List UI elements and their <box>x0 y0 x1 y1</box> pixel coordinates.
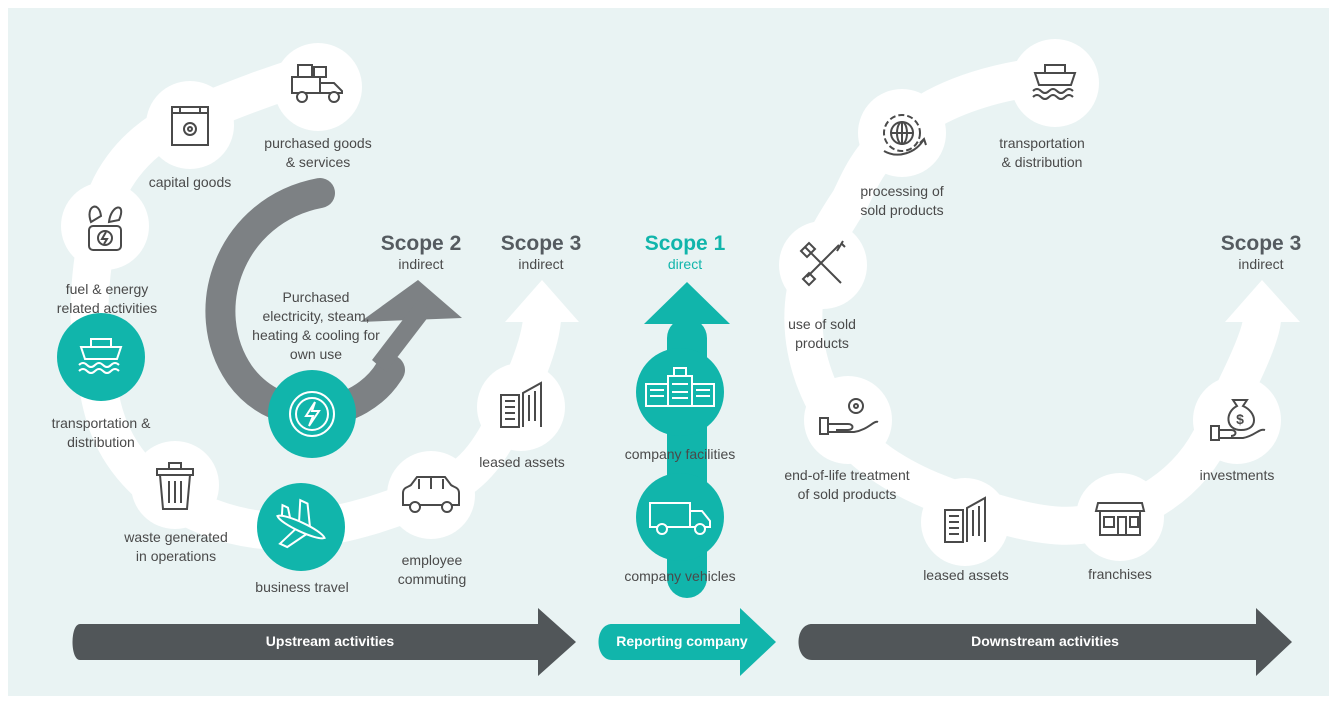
factory-icon <box>645 367 715 407</box>
label-transportation-down: transportation& distribution <box>999 135 1085 170</box>
svg-text:$: $ <box>1236 411 1244 427</box>
vehicle-icon <box>649 502 711 535</box>
airplane-icon <box>276 498 326 549</box>
hand-circle <box>804 376 892 464</box>
scope2-arrowhead <box>360 280 462 322</box>
scope2-title: Scope 2 <box>380 232 462 255</box>
store-icon <box>1094 502 1146 536</box>
hand-gear-icon <box>819 398 879 435</box>
scope1-arrowhead <box>644 282 730 324</box>
car-circle <box>387 451 475 539</box>
money-bag-icon: $ <box>1210 399 1266 441</box>
label-transportation-up: transportation &distribution <box>51 415 151 450</box>
label-leased-assets-down: leased assets <box>923 567 1009 583</box>
trash-icon <box>156 462 194 510</box>
scope3-upstream-subtitle: indirect <box>518 256 564 272</box>
scope1-heading: Scope 1 direct <box>630 232 740 273</box>
scope2-heading: Scope 2 indirect <box>366 232 476 273</box>
fuel-leaf-icon <box>88 205 123 251</box>
upstream-bar <box>72 608 576 676</box>
label-purchased-goods: purchased goods& services <box>264 135 372 170</box>
ship-icon-down <box>1032 64 1077 100</box>
box-gear-icon <box>171 106 209 146</box>
scope3-upstream-heading: Scope 3 indirect <box>486 232 596 273</box>
label-leased-assets-up: leased assets <box>479 454 565 470</box>
scope1-subtitle: direct <box>667 256 703 272</box>
truck-circle <box>274 43 362 131</box>
truck-icon <box>291 64 343 103</box>
label-investments: investments <box>1199 467 1275 483</box>
scope3-downstream-heading: Scope 3 indirect <box>1206 232 1316 273</box>
downstream-bar <box>798 608 1292 676</box>
scope3-downstream-subtitle: indirect <box>1238 256 1284 272</box>
downstream-scope3-arrowhead <box>1225 280 1300 322</box>
scope2-subtitle: indirect <box>398 256 444 272</box>
label-franchises: franchises <box>1088 566 1152 582</box>
scope3-upstream-title: Scope 3 <box>500 232 582 255</box>
plane-circle <box>257 483 345 571</box>
upstream-activities-label: Upstream activities <box>265 633 395 649</box>
energy-icon <box>289 391 335 437</box>
vehicle-circle <box>636 473 724 561</box>
label-business-travel: business travel <box>255 579 349 595</box>
building-icon-down <box>944 496 986 543</box>
label-company-vehicles: company vehicles <box>624 568 736 584</box>
money-circle <box>1193 376 1281 464</box>
ship-circle-down <box>1011 39 1099 127</box>
tools-icon <box>799 240 846 287</box>
reporting-company-label: Reporting company <box>616 633 748 649</box>
car-icon <box>402 476 460 513</box>
box-circle <box>146 81 234 169</box>
upstream-scope3-arrowhead <box>505 280 579 322</box>
ship-circle <box>57 313 145 401</box>
building-circle-up <box>477 363 565 451</box>
building-icon <box>500 381 542 428</box>
ship-icon <box>78 338 123 374</box>
globe-gear-icon <box>883 114 927 156</box>
downstream-activities-label: Downstream activities <box>971 633 1119 649</box>
scope3-downstream-title: Scope 3 <box>1220 232 1302 255</box>
scope1-title: Scope 1 <box>644 232 726 255</box>
label-company-facilities: company facilities <box>624 446 736 462</box>
label-capital-goods: capital goods <box>148 174 232 190</box>
reporting-bar <box>598 608 776 676</box>
energy-circle <box>268 370 356 458</box>
building-circle-down <box>921 478 1009 566</box>
